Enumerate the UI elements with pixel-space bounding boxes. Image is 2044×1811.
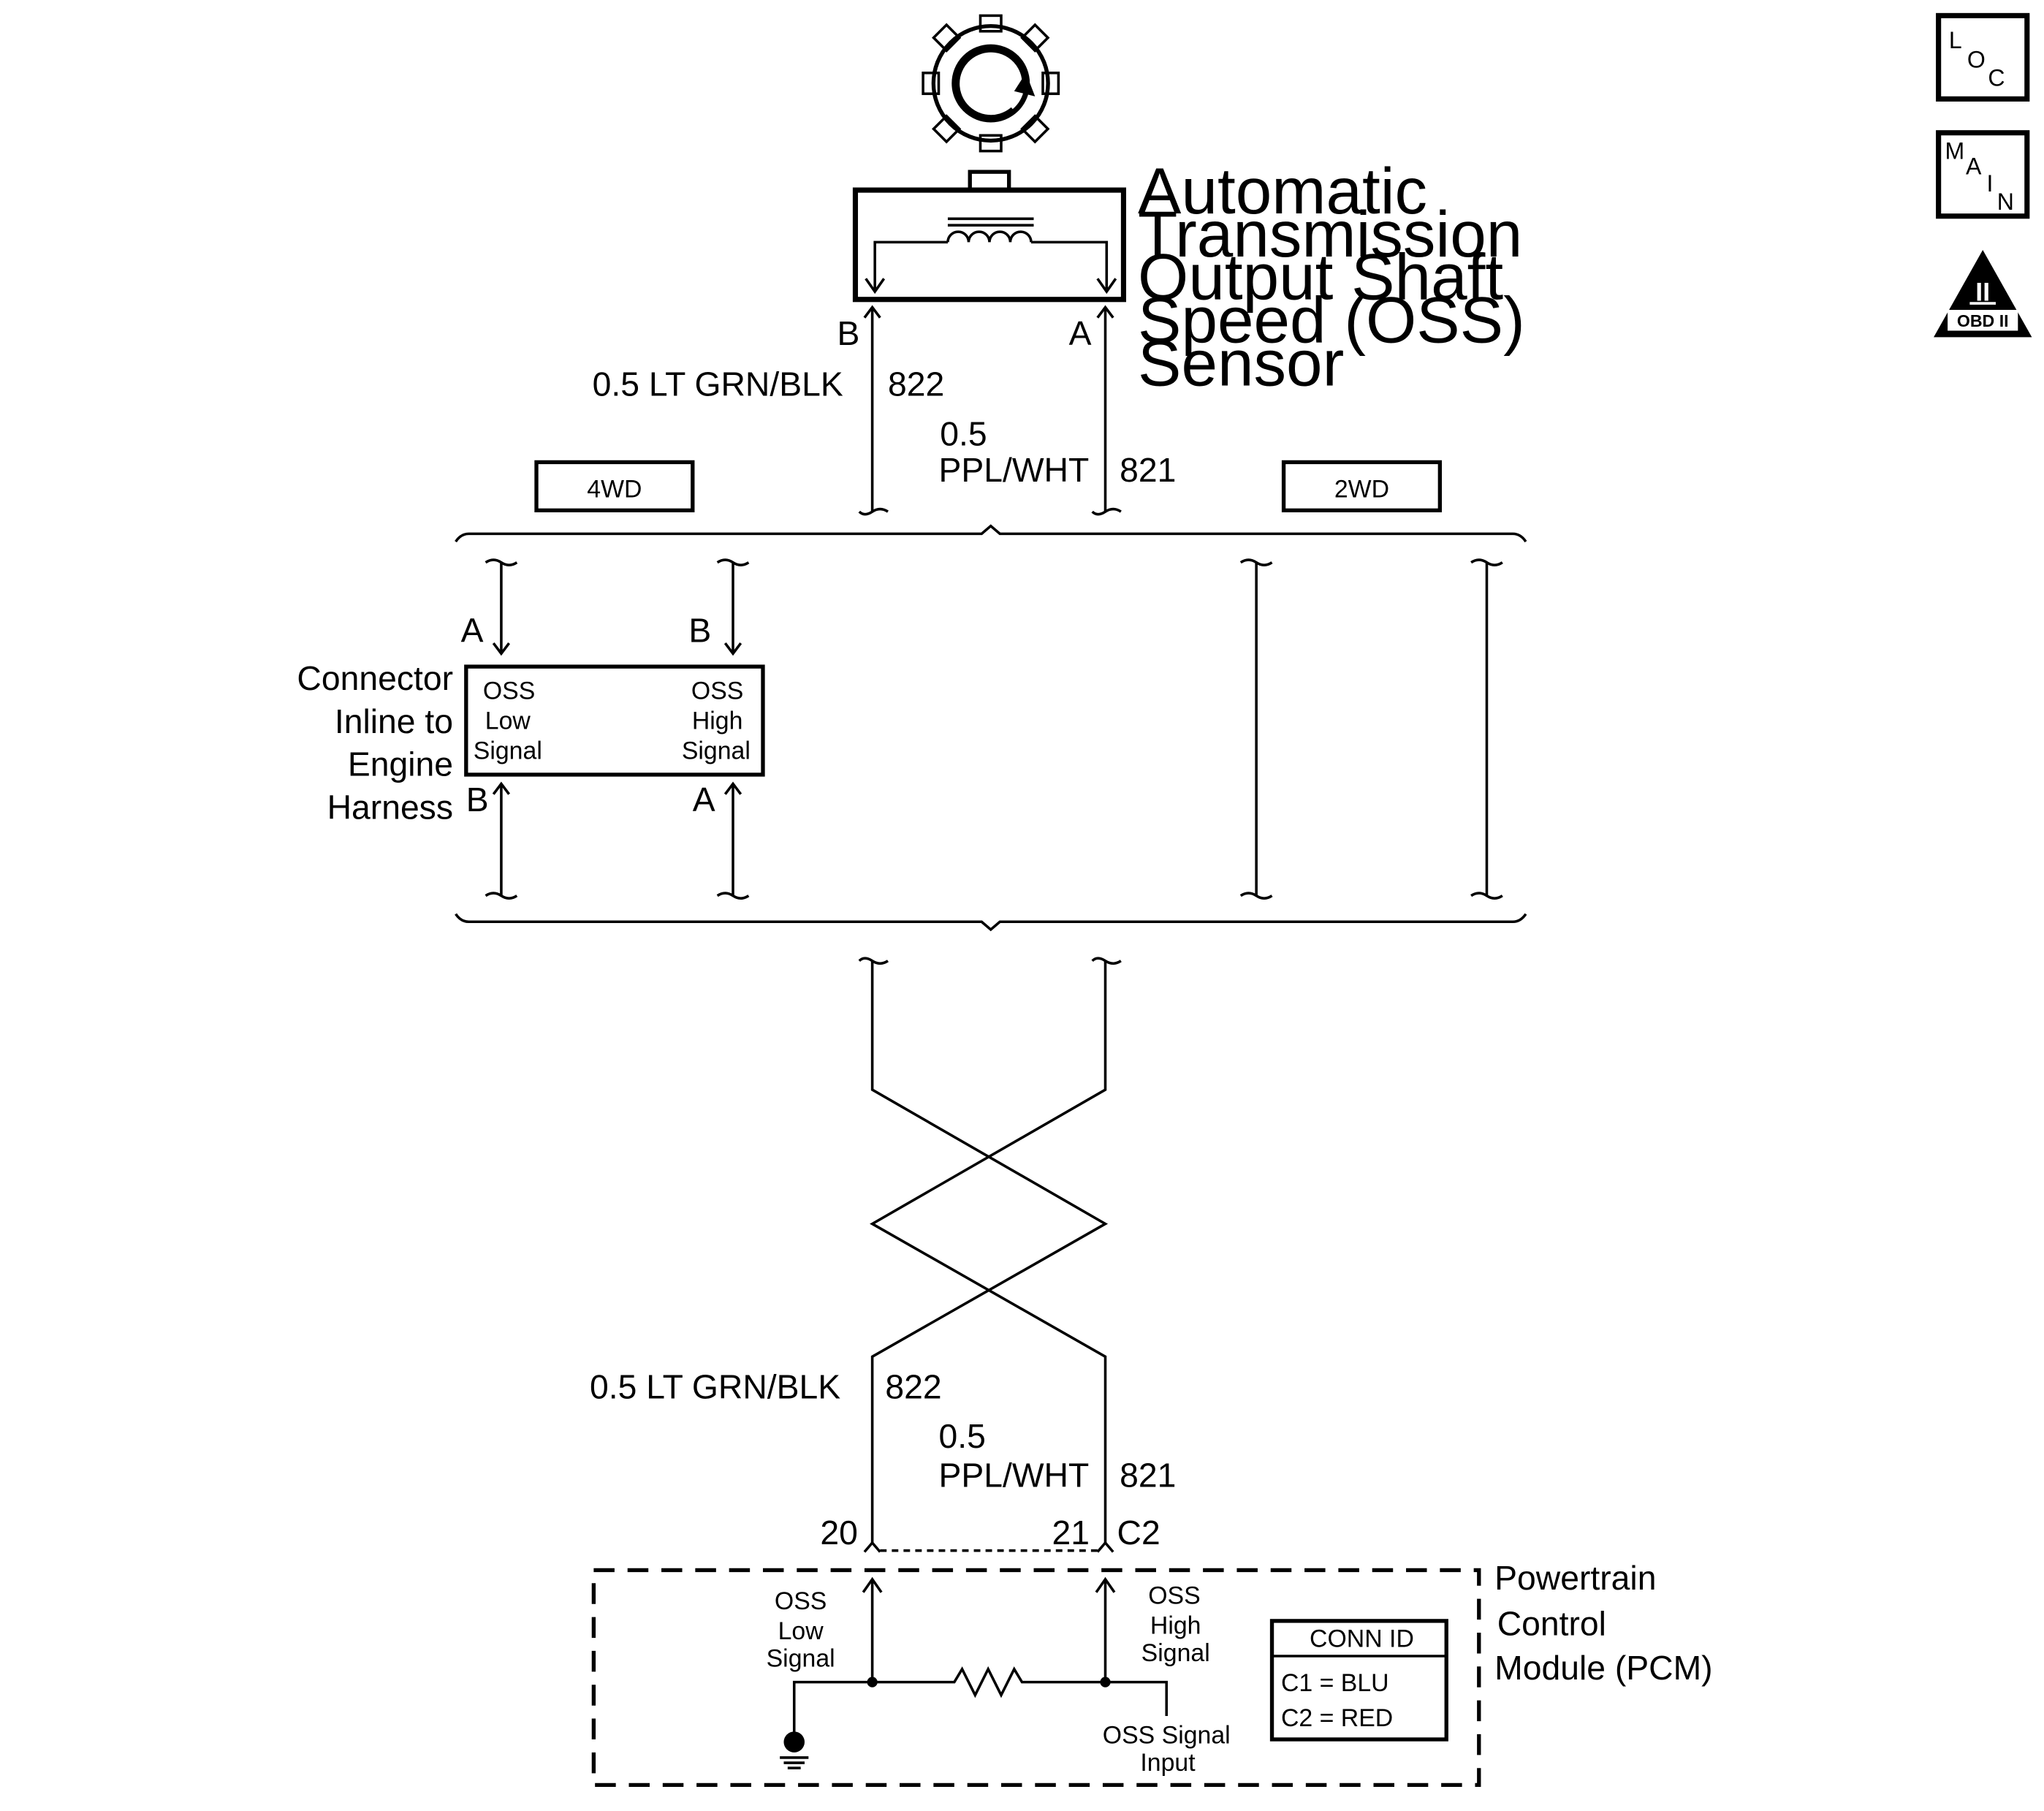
option-4wd-label: 4WD: [587, 476, 642, 504]
connector-label-line-4: Harness: [327, 789, 453, 827]
inline-connector-box: [464, 664, 765, 777]
pcm-pin-21-label: 21: [1052, 1514, 1090, 1552]
loc-letter-c: C: [1988, 65, 2005, 91]
wire-2wd-right: [1470, 558, 1503, 900]
wire-822-label-top: 0.5 LT GRN/BLK: [593, 365, 843, 403]
wire-821-gauge-top: 0.5: [940, 414, 987, 452]
wire-821-upper: [1091, 305, 1122, 516]
connector-high-text-2: High: [692, 707, 743, 735]
connector-high-text-1: OSS: [691, 677, 743, 705]
pcm-connector-label: C2: [1117, 1514, 1160, 1552]
pcm-high-text-3: Signal: [1141, 1639, 1210, 1667]
pcm-label-line-1: Powertrain: [1494, 1559, 1656, 1597]
connector-low-text-3: Signal: [474, 737, 542, 765]
main-letter-a: A: [1966, 153, 1982, 180]
pcm-high-text-1: OSS: [1148, 1582, 1200, 1610]
sensor-title-line-4: Speed (OSS): [1138, 284, 1525, 357]
conn-id-title: CONN ID: [1310, 1625, 1414, 1653]
option-brace-bottom: [455, 913, 1527, 932]
pcm-pin-21: [1096, 1541, 1114, 1553]
obd-text: OBD II: [1957, 311, 2009, 330]
pcm-low-text-2: Low: [778, 1617, 824, 1645]
pcm-input-text-2: Input: [1140, 1749, 1196, 1777]
wire-821-circuit-top: 821: [1120, 451, 1176, 489]
connector-high-text-3: Signal: [682, 737, 751, 765]
wire-821-circuit-bottom: 821: [1120, 1456, 1176, 1494]
conn-id-table: [1269, 1619, 1448, 1742]
connector-label-line-3: Engine: [348, 745, 453, 783]
connector-label-line-2: Inline to: [335, 702, 453, 740]
oss-sensor-symbol: [852, 170, 1127, 303]
sensor-pin-a: A: [1069, 314, 1092, 352]
loc-letter-l: L: [1949, 27, 1962, 53]
sensor-title-line-3: Output Shaft: [1138, 240, 1503, 314]
main-letter-n: N: [1997, 189, 2014, 215]
pcm-high-text-2: High: [1150, 1612, 1201, 1640]
connector-low-text-2: Low: [485, 707, 531, 735]
reluctor-wheel-icon: [922, 14, 1060, 153]
wire-4wd-low: [485, 558, 518, 900]
option-box-4wd: [534, 460, 695, 513]
connector-bottom-pin-a: A: [693, 781, 715, 819]
conn-id-c2: C2 = RED: [1281, 1704, 1393, 1732]
wire-821-color-bottom: PPL/WHT: [938, 1456, 1089, 1494]
option-box-2wd: [1281, 460, 1443, 513]
conn-id-c1: C1 = BLU: [1281, 1669, 1389, 1697]
twisted-pair: [858, 957, 1122, 1544]
connector-low-text-1: OSS: [483, 677, 535, 705]
main-letter-i: I: [1987, 170, 1994, 197]
connector-bottom-pin-b: B: [466, 781, 489, 819]
connector-top-pin-b: B: [688, 611, 711, 649]
wire-821-color-top: PPL/WHT: [938, 451, 1089, 489]
junction-dot-low: [867, 1677, 878, 1687]
main-badge[interactable]: [1936, 130, 2030, 219]
pcm-low-text-3: Signal: [767, 1644, 835, 1672]
wire-821-gauge-bottom: 0.5: [938, 1417, 985, 1455]
sensor-title-line-1: Automatic: [1138, 154, 1427, 227]
sensor-title-line-5: Sensor: [1138, 326, 1344, 399]
ground-icon: [780, 1731, 809, 1769]
sensor-pin-b: B: [837, 314, 860, 352]
wire-2wd-left: [1239, 558, 1273, 900]
wire-4wd-high: [716, 558, 750, 900]
obd-numeral: II: [1975, 278, 1990, 307]
sensor-title-line-2: Transmission: [1138, 197, 1522, 270]
pcm-label-line-3: Module (PCM): [1494, 1649, 1712, 1687]
connector-label-line-1: Connector: [297, 659, 453, 697]
wire-822-label-bottom: 0.5 LT GRN/BLK: [590, 1367, 840, 1405]
option-2wd-label: 2WD: [1334, 476, 1389, 504]
main-letter-m: M: [1945, 137, 1965, 164]
pcm-internal-circuit: [792, 1576, 1169, 1739]
pcm-label-line-2: Control: [1497, 1605, 1606, 1643]
loc-letter-o: O: [1967, 47, 1986, 73]
pcm-input-text-1: OSS Signal: [1103, 1721, 1231, 1749]
loc-badge[interactable]: [1936, 12, 2030, 102]
pcm-pin-20: [863, 1541, 881, 1553]
connector-top-pin-a: A: [461, 611, 484, 649]
pcm-low-text-1: OSS: [775, 1587, 827, 1615]
junction-dot-high: [1100, 1677, 1111, 1687]
wire-822-upper: [858, 305, 889, 516]
pcm-pin-20-label: 20: [820, 1514, 858, 1552]
option-brace-top: [455, 524, 1527, 543]
wire-822-circuit-top: 822: [888, 365, 944, 403]
pcm-box: [591, 1568, 1481, 1788]
wire-822-circuit-bottom: 822: [885, 1367, 941, 1405]
